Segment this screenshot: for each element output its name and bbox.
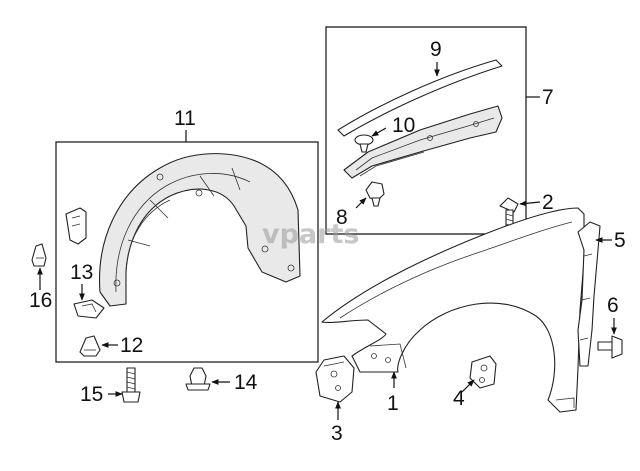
clip-12 — [79, 335, 101, 357]
molding-9 — [337, 59, 503, 137]
bracket-5 — [577, 221, 601, 367]
callout-1: 1 — [387, 392, 399, 415]
callout-4: 4 — [453, 387, 465, 410]
group-frame-11 — [55, 141, 319, 363]
clip-14 — [185, 367, 211, 391]
callout-3: 3 — [331, 422, 343, 445]
callout-8: 8 — [336, 206, 348, 229]
fender-1 — [321, 207, 585, 413]
callout-11: 11 — [174, 107, 196, 130]
bolt-6 — [597, 335, 623, 359]
bracket-3 — [315, 355, 355, 403]
clip-10 — [354, 134, 374, 153]
watermark: vparts — [262, 219, 359, 250]
clip-8 — [365, 181, 385, 207]
bracket-4 — [469, 355, 497, 389]
callout-15: 15 — [80, 383, 103, 406]
callout-6: 6 — [607, 294, 619, 317]
callout-12: 12 — [120, 334, 143, 357]
group-frame-7 — [325, 26, 527, 235]
callout-14: 14 — [234, 371, 258, 394]
fender-liner — [65, 153, 301, 307]
callout-10: 10 — [392, 114, 415, 137]
callout-7: 7 — [542, 86, 554, 109]
seal-7 — [343, 105, 503, 179]
nut-13 — [73, 299, 105, 319]
callout-13: 13 — [70, 261, 93, 284]
callout-5: 5 — [614, 229, 626, 252]
callout-9: 9 — [430, 38, 442, 61]
clip-16 — [31, 243, 47, 267]
callout-16: 16 — [29, 289, 52, 312]
callout-2: 2 — [542, 191, 554, 214]
screw-15 — [121, 367, 141, 403]
